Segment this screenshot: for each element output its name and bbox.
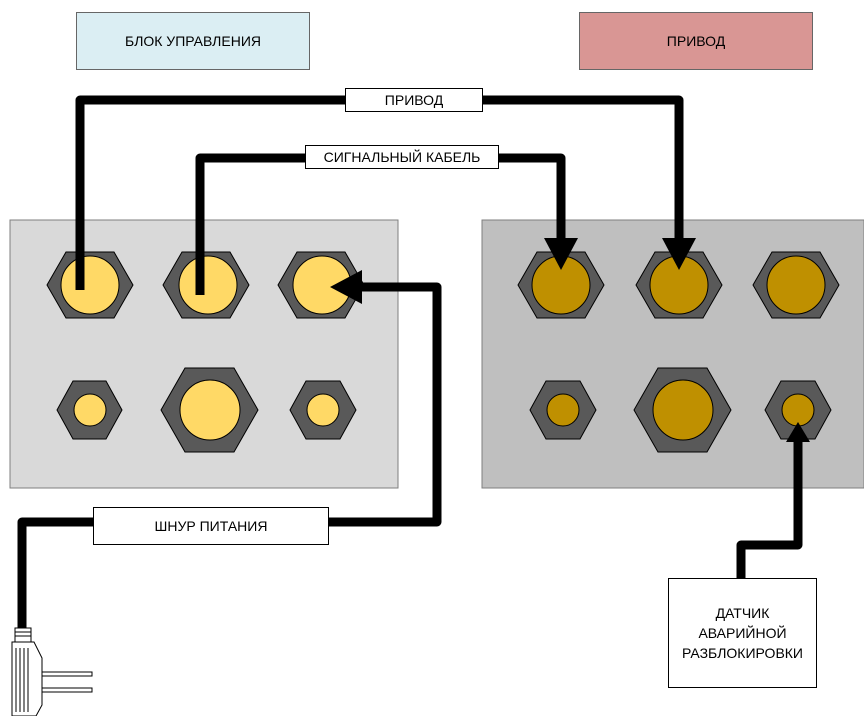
drive-gland-bottom-1 <box>529 380 597 440</box>
control-gland-top-2 <box>162 251 250 319</box>
control-gland-top-3 <box>277 251 365 319</box>
control-gland-bottom-3 <box>289 380 357 440</box>
power-plug-icon <box>11 627 93 716</box>
drive-header: ПРИВОД <box>579 12 813 70</box>
emergency-unlock-sensor: ДАТЧИК АВАРИЙНОЙ РАЗБЛОКИРОВКИ <box>668 578 817 688</box>
control-gland-bottom-2 <box>160 367 259 453</box>
sensor-label-line-2: АВАРИЙНОЙ <box>698 625 787 641</box>
drive-gland-bottom-3 <box>764 380 832 440</box>
signal-cable-label-text: СИГНАЛЬНЫЙ КАБЕЛЬ <box>323 149 481 165</box>
signal-cable-label: СИГНАЛЬНЫЙ КАБЕЛЬ <box>305 145 499 169</box>
sensor-label-line-3: РАЗБЛОКИРОВКИ <box>682 645 803 661</box>
power-cord-label-text: ШНУР ПИТАНИЯ <box>154 518 268 534</box>
drive-cable-label: ПРИВОД <box>345 88 483 112</box>
drive-gland-top-1 <box>517 251 605 319</box>
control-gland-top-1 <box>46 251 134 319</box>
control-gland-bottom-1 <box>56 380 123 440</box>
control-unit-header-label: БЛОК УПРАВЛЕНИЯ <box>125 33 261 49</box>
drive-gland-top-2 <box>635 251 723 319</box>
sensor-cable <box>736 422 810 580</box>
drive-gland-bottom-2 <box>633 367 732 453</box>
sensor-label-line-1: ДАТЧИК <box>715 605 770 621</box>
power-cord-label: ШНУР ПИТАНИЯ <box>93 507 329 545</box>
power-cord <box>17 270 442 630</box>
drive-cable-label-text: ПРИВОД <box>384 92 444 108</box>
control-unit-header: БЛОК УПРАВЛЕНИЯ <box>76 12 310 70</box>
drive-gland-top-3 <box>752 251 840 319</box>
drive-header-label: ПРИВОД <box>666 33 726 49</box>
